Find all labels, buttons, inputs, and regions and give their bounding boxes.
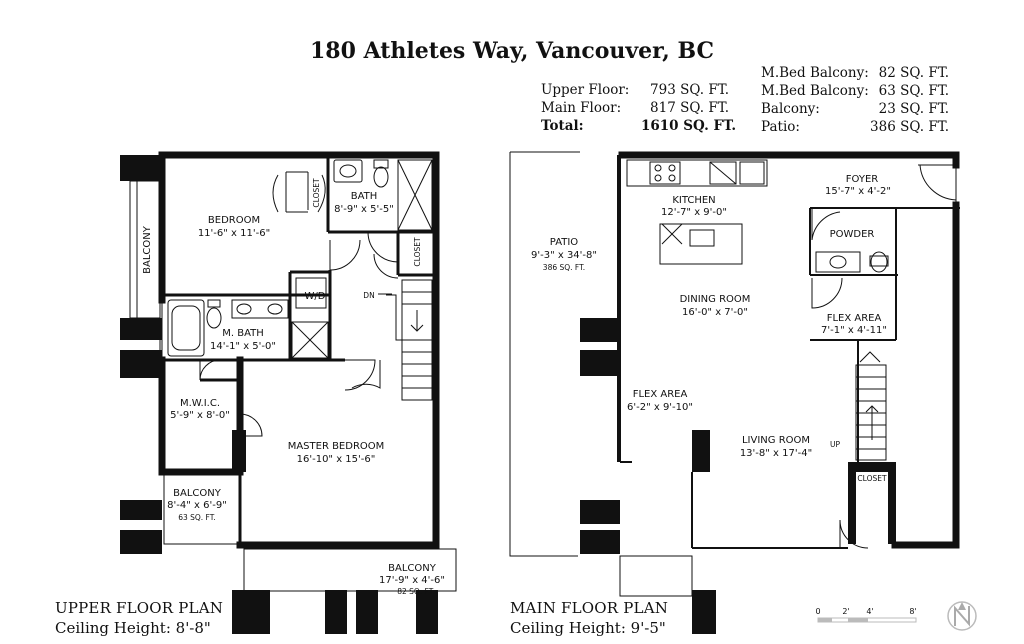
scale-tick-4: 4'	[866, 607, 873, 616]
dim-mwic: 5'-9" x 8'-0"	[170, 410, 230, 421]
area-row-patio: Patio:386 SQ. FT.	[761, 119, 949, 135]
label-mwic: M.W.I.C.	[180, 398, 220, 409]
label-patio: PATIO	[550, 237, 579, 248]
area-balcony-bottom: 82 SQ. FT.	[397, 587, 435, 596]
scale-tick-2: 2'	[842, 607, 849, 616]
label-flex-area-1: FLEX AREA	[827, 313, 882, 324]
scale-tick-8: 8'	[909, 607, 916, 616]
label-master-bedroom: MASTER BEDROOM	[288, 441, 385, 452]
upper-sliding-doors	[299, 542, 391, 549]
north-arrow-icon	[947, 601, 977, 631]
dim-patio: 9'-3" x 34'-8"	[531, 250, 597, 261]
upper-column-piers	[120, 155, 438, 634]
area-patio: 386 SQ. FT.	[543, 263, 585, 272]
area-row-mbed-balcony-2: M.Bed Balcony:63 SQ. FT.	[761, 83, 949, 99]
main-plan-caption: MAIN FLOOR PLAN Ceiling Height: 9'-5"	[510, 599, 669, 637]
label-up: UP	[830, 440, 840, 449]
dim-balcony-bottom: 17'-9" x 4'-6"	[379, 575, 445, 586]
main-interior-walls	[617, 155, 960, 549]
dim-balcony-left: 8'-4" x 6'-9"	[167, 500, 227, 511]
upper-stairs	[378, 279, 433, 401]
main-column-piers	[580, 318, 896, 634]
main-stairs	[855, 351, 887, 461]
area-row-main: Main Floor:817 SQ. FT.	[541, 100, 729, 116]
label-closet-upper-2: CLOSET	[413, 237, 422, 267]
main-room-labels: PATIO 9'-3" x 34'-8" 386 SQ. FT. KITCHEN…	[531, 174, 891, 483]
label-wd: W/D	[305, 291, 326, 302]
dim-kitchen: 12'-7" x 9'-0"	[661, 207, 727, 218]
upper-room-labels: BEDROOM 11'-6" x 11'-6" CLOSET BATH 8'-9…	[142, 178, 445, 596]
upper-closet-door	[272, 171, 326, 213]
area-balcony-left: 63 SQ. FT.	[178, 513, 216, 522]
label-dining-room: DINING ROOM	[680, 294, 751, 305]
upper-bath-fixtures	[167, 159, 433, 359]
main-exterior-walls	[618, 151, 960, 549]
area-table-floors: Upper Floor:793 SQ. FT. Main Floor:817 S…	[541, 81, 737, 135]
upper-balcony-outlines	[129, 180, 457, 634]
scale-tick-0: 0	[815, 607, 820, 616]
dim-bath: 8'-9" x 5'-5"	[334, 204, 394, 215]
label-balcony-side: BALCONY	[142, 225, 153, 274]
label-bedroom: BEDROOM	[208, 215, 260, 226]
upper-plan-caption: UPPER FLOOR PLAN Ceiling Height: 8'-8"	[55, 599, 224, 637]
label-flex-area-2: FLEX AREA	[633, 389, 688, 400]
dim-dining-room: 16'-0" x 7'-0"	[682, 307, 748, 318]
dim-master-bedroom: 16'-10" x 15'-6"	[297, 454, 376, 465]
upper-window-lines	[159, 300, 163, 360]
dim-flex-area-2: 6'-2" x 9'-10"	[627, 402, 693, 413]
label-balcony-bottom: BALCONY	[388, 563, 437, 574]
label-mbath: M. BATH	[222, 328, 264, 339]
dim-living-room: 13'-8" x 17'-4"	[740, 448, 812, 459]
dim-flex-area-1: 7'-1" x 4'-11"	[821, 325, 887, 336]
label-living-room: LIVING ROOM	[742, 435, 810, 446]
main-powder-fixtures	[815, 251, 889, 273]
area-row-total: Total:1610 SQ. FT.	[541, 118, 737, 134]
area-row-balcony: Balcony:23 SQ. FT.	[761, 101, 949, 117]
area-table-outdoor: M.Bed Balcony:82 SQ. FT. M.Bed Balcony:6…	[761, 64, 949, 136]
page-title: 180 Athletes Way, Vancouver, BC	[310, 38, 714, 64]
upper-door-swings	[199, 231, 399, 437]
label-balcony-left: BALCONY	[173, 488, 222, 499]
main-kitchen-counters	[626, 159, 768, 265]
label-closet-main: CLOSET	[857, 474, 887, 483]
dim-bedroom: 11'-6" x 11'-6"	[198, 228, 270, 239]
label-closet-upper-1: CLOSET	[312, 178, 321, 208]
label-bath: BATH	[351, 191, 378, 202]
label-foyer: FOYER	[846, 174, 879, 185]
area-row-upper: Upper Floor:793 SQ. FT.	[541, 82, 729, 98]
scale-bar: 0 2' 4' 8'	[815, 607, 917, 623]
main-patio-outline	[509, 151, 693, 597]
label-powder: POWDER	[830, 229, 875, 240]
label-dn: DN	[363, 291, 374, 300]
dim-foyer: 15'-7" x 4'-2"	[825, 186, 891, 197]
area-row-mbed-balcony-1: M.Bed Balcony:82 SQ. FT.	[761, 65, 949, 81]
main-door-swings	[811, 164, 957, 549]
dim-mbath: 14'-1" x 5'-0"	[210, 341, 276, 352]
label-kitchen: KITCHEN	[672, 195, 715, 206]
